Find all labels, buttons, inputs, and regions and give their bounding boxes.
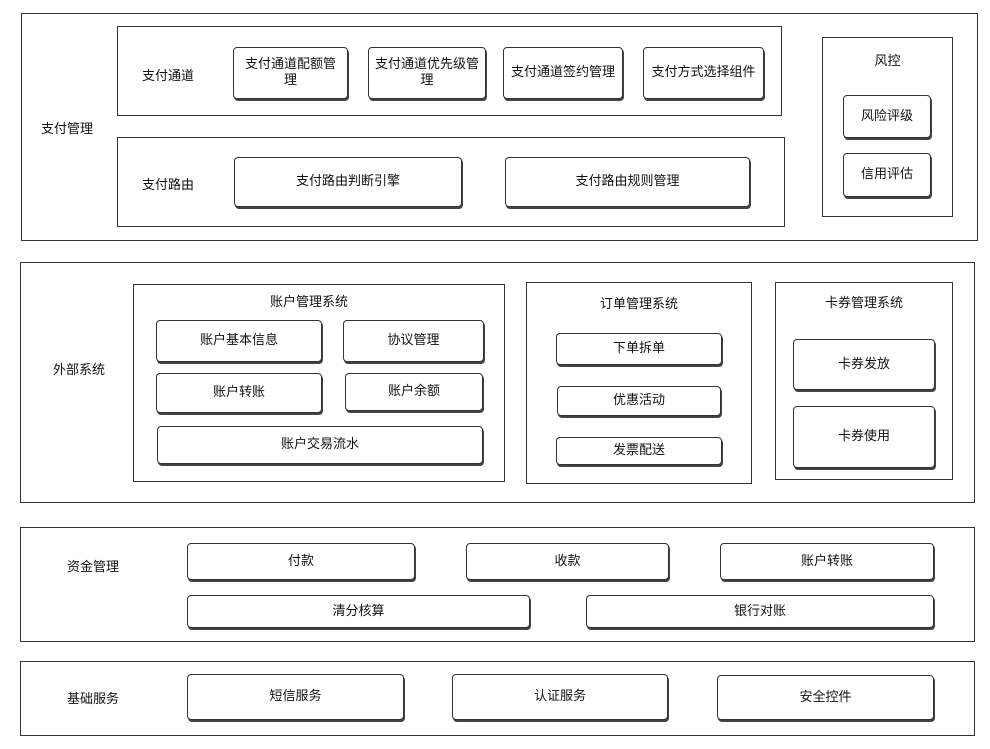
- account-basic-info: 账户基本信息: [156, 320, 322, 362]
- channel-contract-management: 支付通道签约管理: [503, 47, 623, 99]
- payment-channel-label: 支付通道: [142, 68, 195, 84]
- bank-reconciliation: 银行对账: [586, 595, 934, 628]
- coupon-usage: 卡券使用: [793, 406, 935, 468]
- promotion-activities: 优惠活动: [557, 386, 721, 416]
- order-placement-split: 下单拆单: [556, 333, 722, 365]
- collection: 收款: [466, 543, 669, 580]
- payment-routing-label: 支付路由: [142, 177, 195, 193]
- authentication-service: 认证服务: [452, 674, 668, 720]
- external-systems-label: 外部系统: [53, 362, 106, 378]
- account-transfer: 账户转账: [156, 373, 322, 413]
- channel-priority-management: 支付通道优先级管理: [368, 47, 486, 99]
- account-management-system-title: 账户管理系统: [269, 295, 348, 310]
- payment-out: 付款: [187, 543, 415, 580]
- channel-quota-management: 支付通道配额管理: [233, 47, 348, 99]
- credit-assessment: 信用评估: [843, 153, 931, 197]
- risk-rating: 风险评级: [843, 95, 931, 138]
- payment-method-selector-component: 支付方式选择组件: [643, 47, 764, 99]
- account-transaction-flow: 账户交易流水: [157, 426, 483, 464]
- coupon-management-system-title: 卡券管理系统: [824, 296, 903, 311]
- clearing-accounting: 清分核算: [187, 595, 530, 628]
- agreement-management: 协议管理: [343, 320, 484, 362]
- security-control: 安全控件: [717, 675, 934, 720]
- coupon-issuance: 卡券发放: [793, 339, 935, 390]
- sms-service: 短信服务: [187, 674, 404, 720]
- account-balance: 账户余额: [345, 373, 483, 411]
- routing-decision-engine: 支付路由判断引擎: [234, 157, 462, 207]
- fund-management-label: 资金管理: [67, 559, 120, 575]
- fund-account-transfer: 账户转账: [720, 543, 934, 580]
- payment-management-label: 支付管理: [41, 121, 94, 137]
- order-management-system-title: 订单管理系统: [599, 297, 678, 312]
- risk-control-title: 风控: [874, 54, 901, 69]
- routing-rule-management: 支付路由规则管理: [505, 157, 750, 207]
- basic-services-label: 基础服务: [67, 691, 120, 707]
- invoice-delivery: 发票配送: [556, 437, 722, 465]
